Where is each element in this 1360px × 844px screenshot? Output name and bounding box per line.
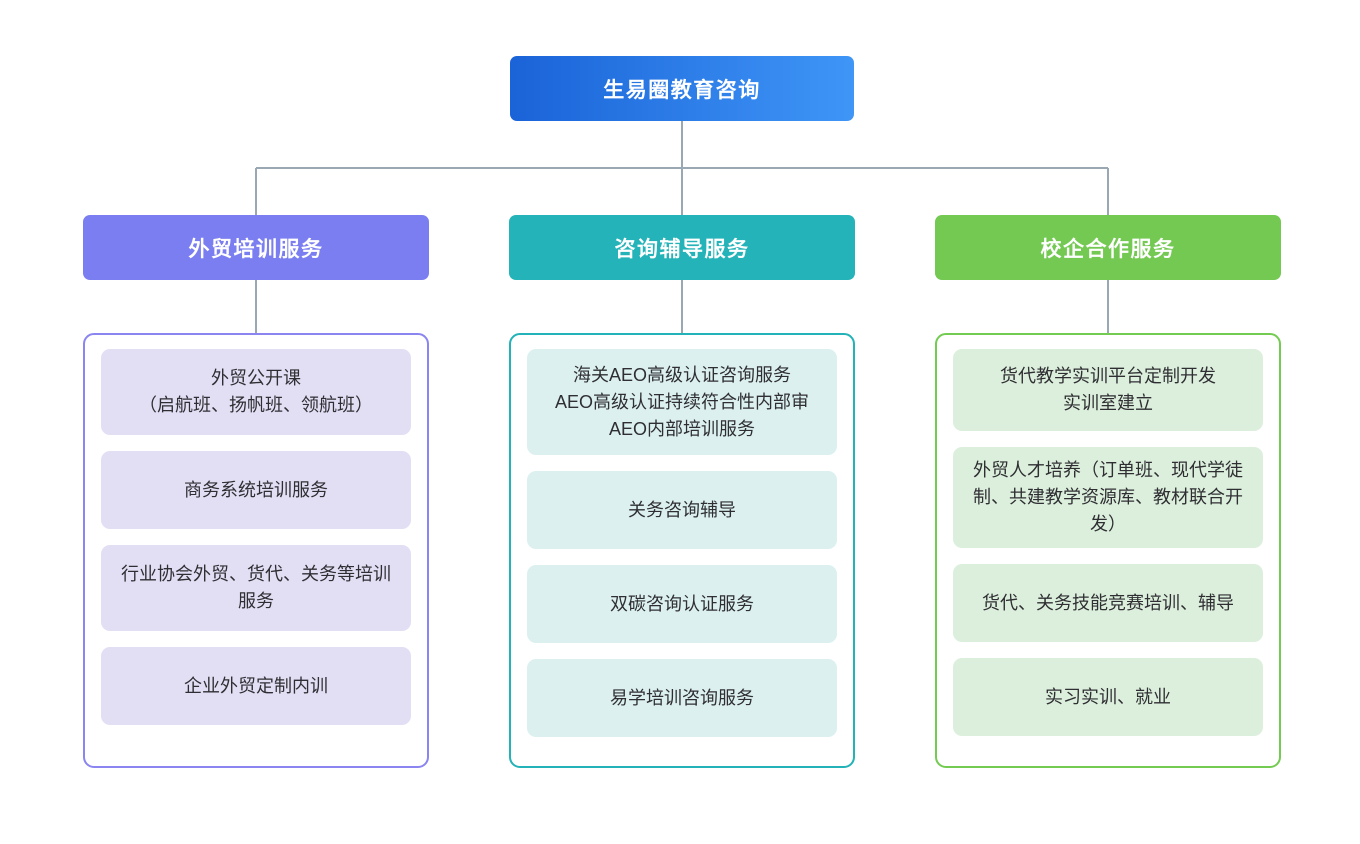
branch-column-foreign-trade-training: 外贸培训服务 外贸公开课 （启航班、扬帆班、领航班） 商务系统培训服务 行业协会…	[83, 215, 429, 768]
root-node-label: 生易圈教育咨询	[603, 78, 761, 102]
leaf-card[interactable]: 企业外贸定制内训	[101, 647, 411, 725]
leaf-card[interactable]: 商务系统培训服务	[101, 451, 411, 529]
root-node[interactable]: 生易圈教育咨询	[510, 56, 854, 121]
branch-header-label: 校企合作服务	[1040, 237, 1176, 261]
leaf-card[interactable]: 实习实训、就业	[953, 658, 1263, 736]
leaf-card[interactable]: 外贸公开课 （启航班、扬帆班、领航班）	[101, 349, 411, 435]
leaf-card[interactable]: 易学培训咨询服务	[527, 659, 837, 737]
leaf-card[interactable]: 行业协会外贸、货代、关务等培训服务	[101, 545, 411, 631]
branch-header-foreign-trade-training[interactable]: 外贸培训服务	[83, 215, 429, 280]
branch-gap	[935, 280, 1281, 333]
branch-header-consulting-tutoring[interactable]: 咨询辅导服务	[509, 215, 855, 280]
branch-column-school-enterprise-cooperation: 校企合作服务 货代教学实训平台定制开发 实训室建立 外贸人才培养（订单班、现代学…	[935, 215, 1281, 768]
branch-body-foreign-trade-training: 外贸公开课 （启航班、扬帆班、领航班） 商务系统培训服务 行业协会外贸、货代、关…	[83, 333, 429, 768]
branch-body-consulting-tutoring: 海关AEO高级认证咨询服务 AEO高级认证持续符合性内部审 AEO内部培训服务 …	[509, 333, 855, 768]
branch-header-school-enterprise-cooperation[interactable]: 校企合作服务	[935, 215, 1281, 280]
branch-header-label: 咨询辅导服务	[614, 237, 750, 261]
leaf-card[interactable]: 海关AEO高级认证咨询服务 AEO高级认证持续符合性内部审 AEO内部培训服务	[527, 349, 837, 455]
leaf-card[interactable]: 外贸人才培养（订单班、现代学徒制、共建教学资源库、教材联合开发）	[953, 447, 1263, 548]
leaf-card[interactable]: 双碳咨询认证服务	[527, 565, 837, 643]
leaf-card[interactable]: 关务咨询辅导	[527, 471, 837, 549]
branch-header-label: 外贸培训服务	[188, 237, 324, 261]
leaf-card[interactable]: 货代、关务技能竞赛培训、辅导	[953, 564, 1263, 642]
branch-column-consulting-tutoring: 咨询辅导服务 海关AEO高级认证咨询服务 AEO高级认证持续符合性内部审 AEO…	[509, 215, 855, 768]
branch-gap	[83, 280, 429, 333]
leaf-card[interactable]: 货代教学实训平台定制开发 实训室建立	[953, 349, 1263, 431]
branch-gap	[509, 280, 855, 333]
branch-body-school-enterprise-cooperation: 货代教学实训平台定制开发 实训室建立 外贸人才培养（订单班、现代学徒制、共建教学…	[935, 333, 1281, 768]
